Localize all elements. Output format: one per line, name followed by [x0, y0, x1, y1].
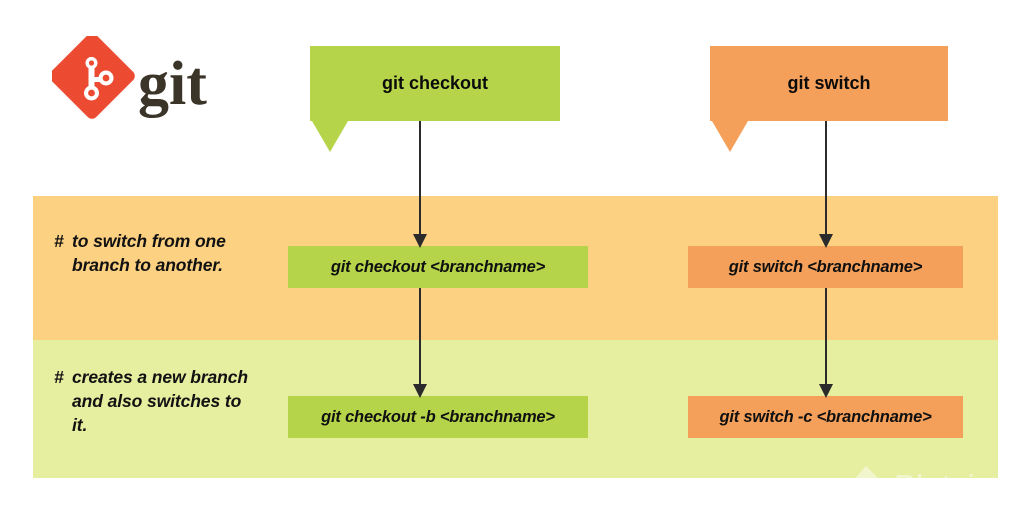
arrow-switch-to-row2 [819, 288, 833, 398]
arrow-checkout-to-row1 [413, 121, 427, 248]
comment-text-2: creates a new branch and also switches t… [72, 367, 248, 435]
bubble-git-switch-tail [712, 121, 748, 152]
bubble-git-switch-label: git switch [787, 73, 871, 93]
command-checkout-branchname-label: git checkout <branchname> [330, 257, 546, 276]
git-diamond-icon [52, 36, 135, 119]
arrow-checkout-to-row2 [413, 288, 427, 398]
comment-marker-2: # [54, 367, 64, 387]
command-switch-branchname-label: git switch <branchname> [728, 257, 923, 276]
bubble-git-checkout[interactable]: git checkout [310, 46, 560, 121]
bubble-git-switch[interactable]: git switch [710, 46, 948, 121]
bubble-git-checkout-label: git checkout [381, 73, 488, 93]
bubble-git-checkout-tail [312, 121, 348, 152]
command-switch-c-branchname[interactable]: git switch -c <branchname> [688, 396, 963, 438]
command-checkout-branchname[interactable]: git checkout <branchname> [288, 246, 588, 288]
comment-marker-1: # [54, 231, 64, 251]
git-wordmark: git [138, 50, 207, 118]
command-switch-branchname[interactable]: git switch <branchname> [688, 246, 963, 288]
comment-switch-branch: # to switch from one branch to another. [54, 229, 269, 277]
comment-create-branch: # creates a new branch and also switches … [54, 365, 269, 437]
arrow-switch-to-row1 [819, 121, 833, 248]
command-switch-c-branchname-label: git switch -c <branchname> [719, 407, 932, 426]
comment-text-1: to switch from one branch to another. [72, 231, 226, 275]
command-checkout-b-branchname-label: git checkout -b <branchname> [321, 407, 555, 426]
command-checkout-b-branchname[interactable]: git checkout -b <branchname> [288, 396, 588, 438]
git-logo: git [52, 36, 222, 120]
